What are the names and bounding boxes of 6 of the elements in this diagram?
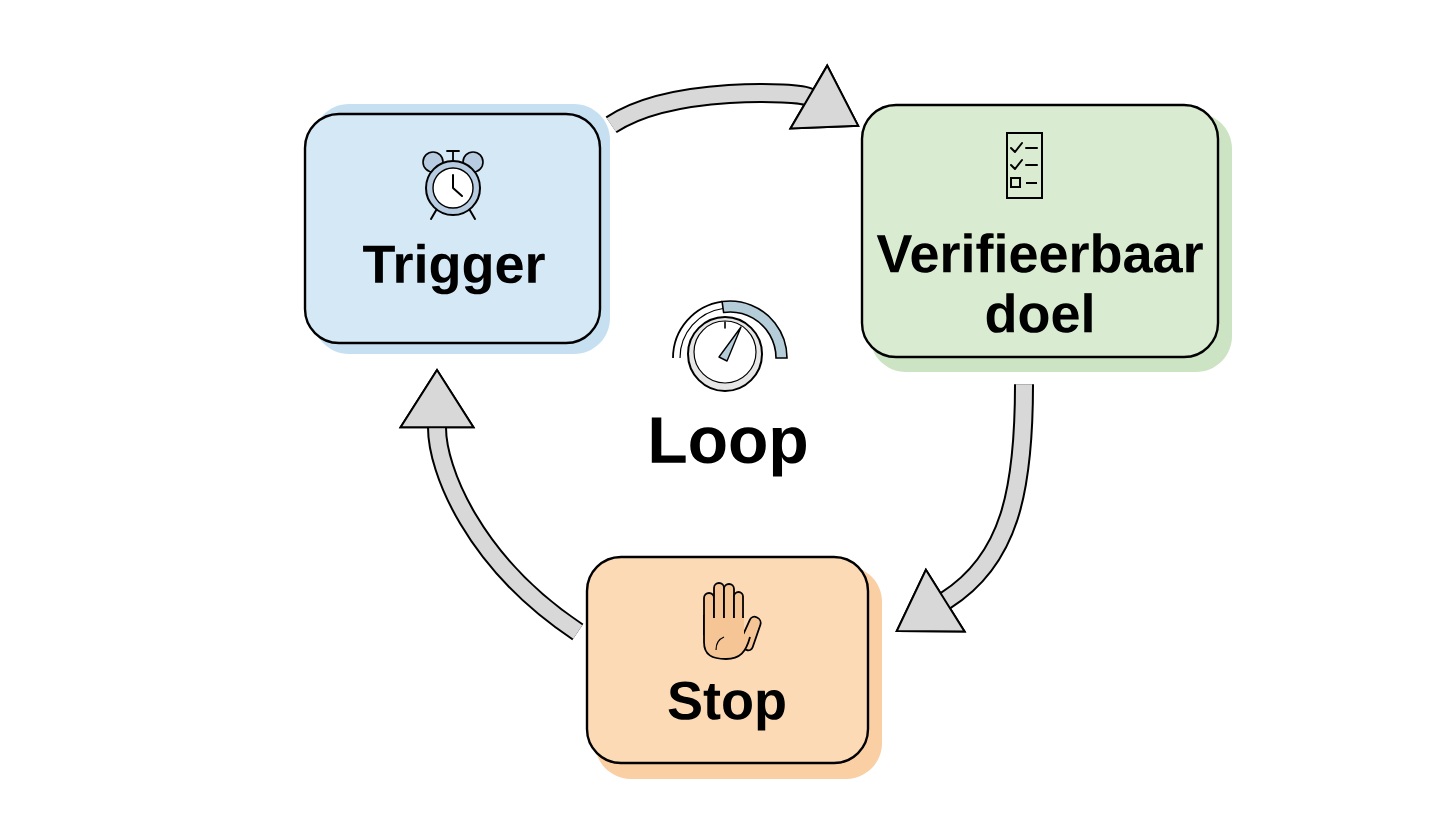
process-box: Stop (585, 555, 882, 779)
center-label: Loop (651, 417, 806, 477)
process-box: Trigger (303, 104, 610, 354)
curved-arrow (606, 63, 860, 134)
process-box: Verifieerbaar doel (860, 103, 1232, 372)
curved-arrow (895, 384, 1034, 633)
